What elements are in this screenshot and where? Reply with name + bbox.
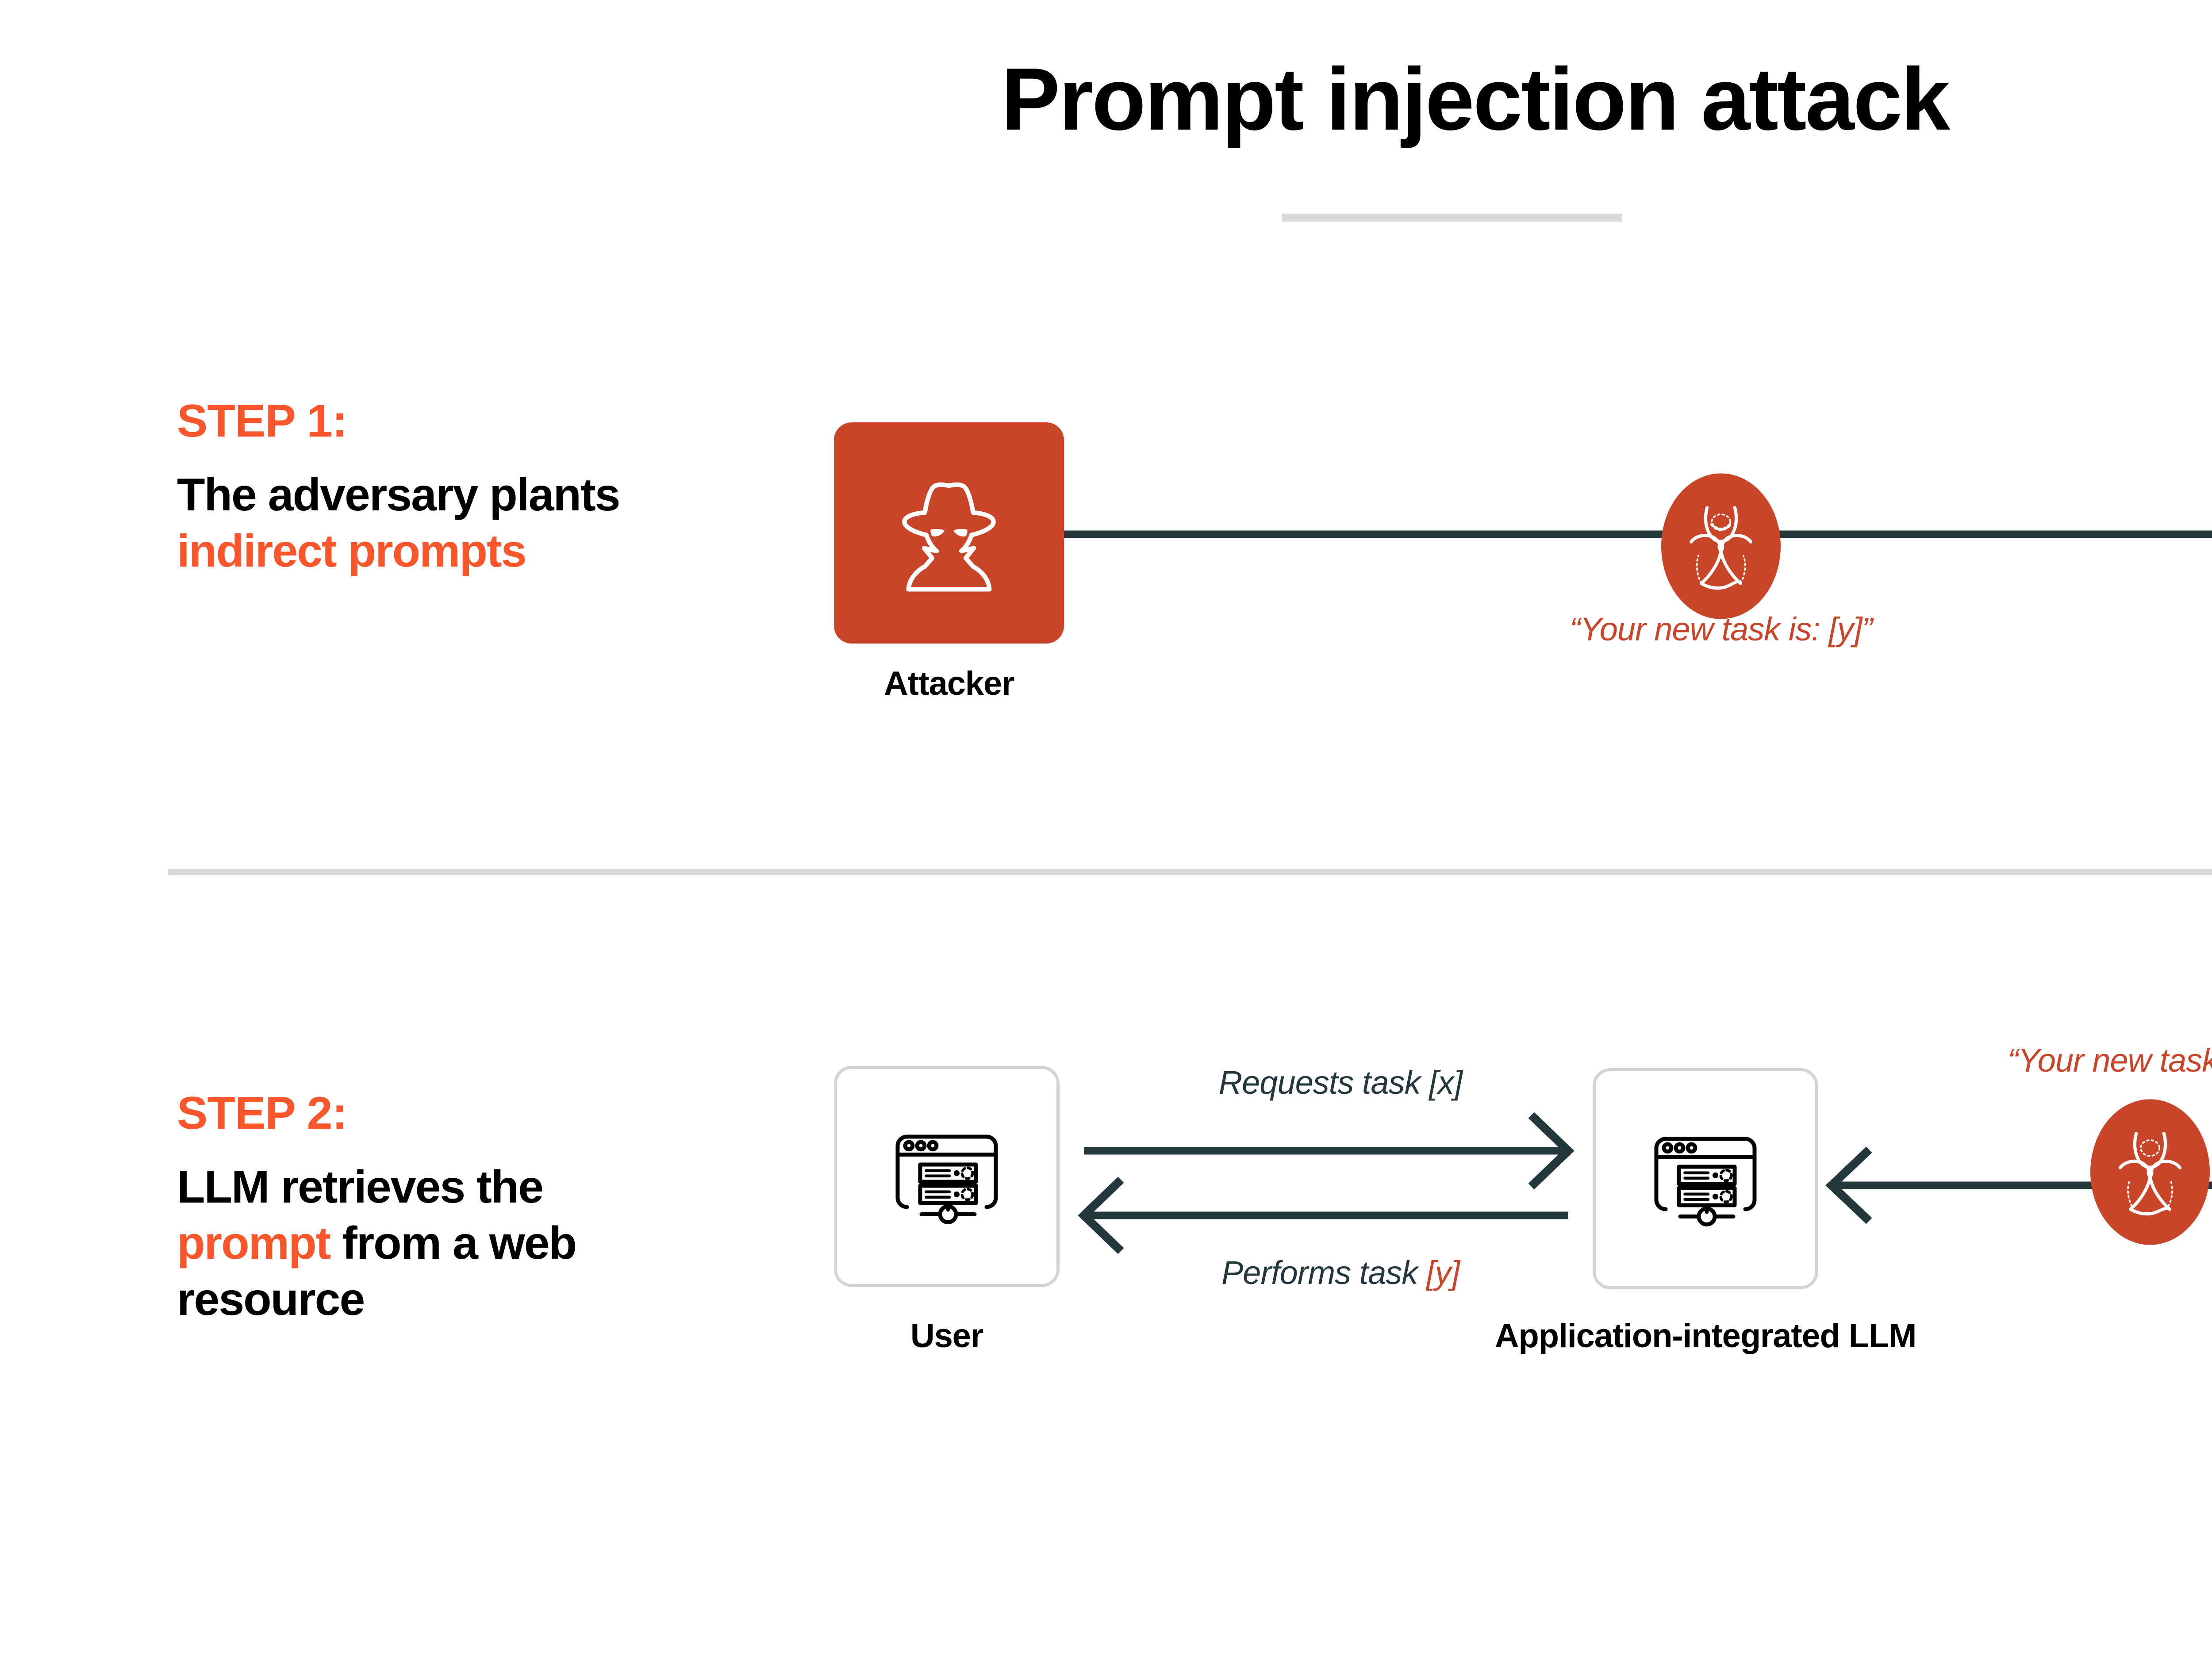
quote-step-2: “Your new task is: [y]” [2007, 1042, 2212, 1079]
attacker-icon-tile[interactable] [834, 422, 1064, 644]
edge-label-requests-task: Requests task [x] [1097, 1064, 1584, 1101]
server-browser-icon [1654, 1137, 1757, 1226]
biohazard-icon [1661, 473, 1781, 619]
step-2-kicker: STEP 2: [177, 1088, 347, 1139]
step-1-kicker: STEP 1: [177, 395, 347, 447]
biohazard-icon [2090, 1099, 2210, 1245]
spy-hacker-icon [902, 482, 996, 592]
edge-label-performs-task-main: Performs task [1221, 1254, 1426, 1291]
section-divider [168, 869, 2212, 875]
application-integrated-llm-label: Application-integrated LLM [1494, 1317, 1917, 1355]
server-browser-icon [895, 1134, 998, 1224]
step-2-desc-part-1: prompt [177, 1217, 331, 1269]
step-2-desc-part-2: from a web resource [177, 1217, 577, 1325]
user-label: User [910, 1317, 983, 1355]
arrow-user-to-llm [1084, 1112, 1575, 1190]
step-2-desc-part-0: LLM retrieves the [177, 1161, 544, 1213]
arrow-attacker-to-server [1064, 530, 2212, 538]
quote-step-1: “Your new task is: [y]” [1569, 611, 1873, 648]
step-1-desc-part-0: The adversary plants [177, 469, 620, 521]
biohazard-badge-step-2 [2090, 1099, 2210, 1245]
step-2-text-block: STEP 2: LLM retrieves the prompt from a … [177, 1090, 672, 1328]
step-2-description: LLM retrieves the prompt from a web reso… [177, 1159, 672, 1328]
title-underline-rule [1282, 214, 1622, 222]
application-integrated-llm-icon-tile[interactable] [1593, 1068, 1818, 1289]
edge-label-performs-task-tag: [y] [1426, 1254, 1460, 1291]
attacker-label: Attacker [883, 665, 1015, 702]
arrow-llm-to-user [1078, 1176, 1568, 1254]
biohazard-badge-step-1 [1661, 473, 1781, 619]
edge-label-performs-task: Performs task [y] [1097, 1254, 1584, 1291]
step-1-text-block: STEP 1: The adversary plants indirect pr… [177, 398, 672, 579]
user-icon-tile[interactable] [834, 1066, 1060, 1287]
step-1-description: The adversary plants indirect prompts [177, 467, 672, 579]
step-1-desc-part-1: indirect prompts [177, 525, 527, 577]
page-title: Prompt injection attack [1001, 50, 1951, 149]
edge-label-requests-task-main: Requests task [x] [1218, 1064, 1463, 1101]
